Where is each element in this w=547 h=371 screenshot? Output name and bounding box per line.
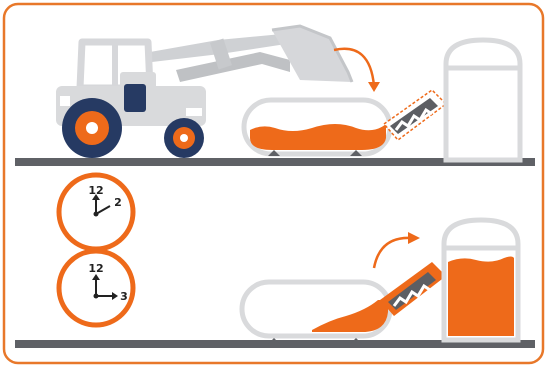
clock-top-icon: 12 2 xyxy=(59,175,133,249)
clock-top-hour-label: 2 xyxy=(114,196,122,209)
clock-bottom-12-label: 12 xyxy=(88,262,103,275)
mixing-tank-icon xyxy=(244,100,390,156)
mixing-tank-bottom-icon xyxy=(242,282,390,344)
storage-silo-icon xyxy=(446,40,520,160)
clock-bottom-hour-label: 3 xyxy=(120,290,128,303)
storage-silo-bottom-icon xyxy=(444,220,518,340)
clock-bottom-icon: 12 3 xyxy=(59,251,133,325)
